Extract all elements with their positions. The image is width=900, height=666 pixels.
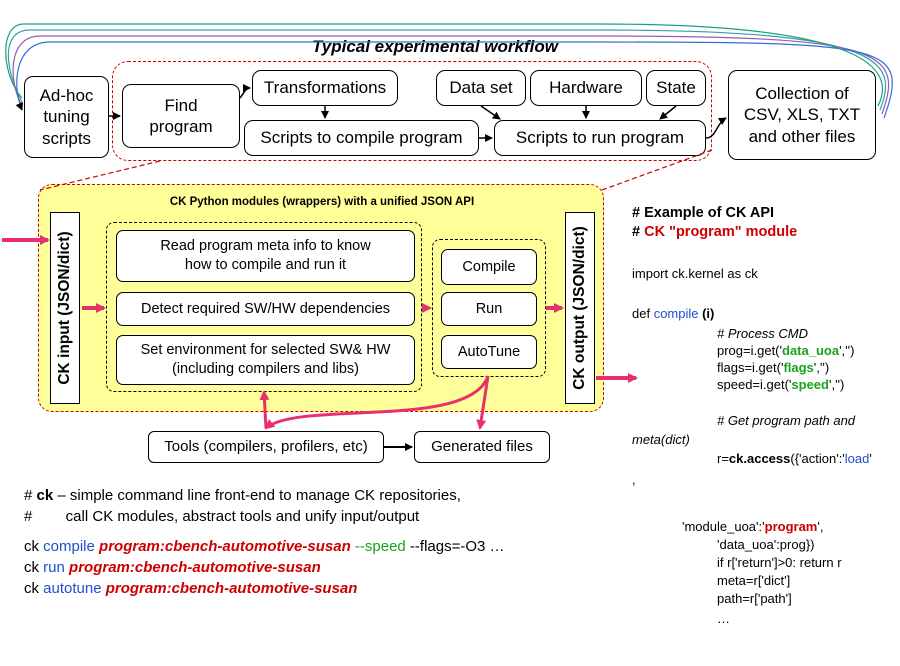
zoom-line-left bbox=[39, 160, 161, 191]
autotune-action-box: AutoTune bbox=[441, 335, 537, 369]
cli-ck: ck bbox=[24, 538, 44, 555]
loop-line-teal bbox=[5, 23, 884, 107]
api-module-pre: 'module_uoa':' bbox=[682, 519, 765, 534]
api-heading-2: # CK "program" module bbox=[632, 224, 797, 240]
collection-files-box: Collection of CSV, XLS, TXT and other fi… bbox=[728, 70, 876, 160]
loop-line-green bbox=[7, 29, 887, 111]
cli-program: program:cbench-automotive-susan bbox=[95, 538, 351, 555]
read-meta-box: Read program meta info to know how to co… bbox=[116, 230, 415, 282]
api-def-arg: (i) bbox=[698, 306, 715, 321]
api-access-line: r=ck.access({'action':'load' bbox=[717, 451, 872, 466]
api-prog-pre: prog=i.get(' bbox=[717, 343, 782, 358]
api-module-line: 'module_uoa':'program', bbox=[682, 519, 823, 534]
autotune-to-generated-arrow bbox=[476, 375, 490, 430]
cli-ck: ck bbox=[24, 559, 44, 576]
scripts-run-box: Scripts to run program bbox=[494, 120, 706, 156]
api-ellipsis: … bbox=[717, 611, 730, 626]
api-prog-post: ','') bbox=[839, 343, 855, 358]
transformations-box: Transformations bbox=[252, 70, 398, 106]
cli-cmd-autotune: autotune bbox=[43, 580, 102, 597]
cli-comment-1: # ck – simple command line front-end to … bbox=[24, 486, 461, 506]
api-comma: , bbox=[632, 472, 636, 487]
adhoc-tuning-scripts-box: Ad-hoc tuning scripts bbox=[24, 76, 109, 158]
api-path-line: path=r['path'] bbox=[717, 591, 792, 606]
cli-line-run: ck run program:cbench-automotive-susan bbox=[24, 558, 321, 578]
api-module-val: program bbox=[764, 519, 818, 534]
arrow-find-transform bbox=[239, 84, 251, 99]
api-flags-pre: flags=i.get(' bbox=[717, 360, 784, 375]
cli-program-text: program:cbench-automotive-susan bbox=[94, 538, 351, 555]
loop-line-purple bbox=[12, 35, 890, 115]
find-program-box: Find program bbox=[122, 84, 240, 148]
tools-box: Tools (compilers, profilers, etc) bbox=[148, 431, 384, 463]
cli-cmd-compile: compile bbox=[43, 538, 95, 555]
compile-action-box: Compile bbox=[441, 249, 537, 285]
arrow-state-run bbox=[659, 105, 677, 120]
ck-output-box: CK output (JSON/dict) bbox=[565, 212, 595, 404]
api-flags-post: ','') bbox=[813, 360, 830, 375]
arrow-run-collection bbox=[705, 117, 727, 139]
api-def-kw: def bbox=[632, 306, 654, 321]
scripts-compile-box: Scripts to compile program bbox=[244, 120, 479, 156]
api-access-post: ' bbox=[869, 451, 872, 466]
state-box: State bbox=[646, 70, 706, 106]
cli-program-text: program:cbench-automotive-susan bbox=[64, 559, 321, 576]
api-access-val: load bbox=[844, 451, 870, 466]
cli-speed-flag: --speed bbox=[350, 538, 406, 555]
workflow-group-frame bbox=[112, 61, 712, 161]
api-comment-process: # Process CMD bbox=[717, 326, 809, 341]
zoom-line-right bbox=[601, 149, 713, 191]
api-heading-1: # Example of CK API bbox=[632, 205, 775, 221]
cli-ck: ck bbox=[24, 580, 44, 597]
api-access-pre: r= bbox=[717, 451, 729, 466]
hardware-box: Hardware bbox=[530, 70, 642, 106]
api-flags-line: flags=i.get('flags','') bbox=[717, 360, 829, 375]
api-speed-key: speed bbox=[791, 377, 829, 392]
cli-comment-2: # call CK modules, abstract tools and un… bbox=[24, 508, 420, 525]
arrow-dataset-run bbox=[480, 105, 501, 120]
cli-comment-rest: – simple command line front-end to manag… bbox=[53, 487, 461, 504]
ck-input-box: CK input (JSON/dict) bbox=[50, 212, 80, 404]
dataset-box: Data set bbox=[436, 70, 526, 106]
api-heading-hash: # bbox=[632, 224, 645, 240]
api-heading-module: CK "program" module bbox=[644, 224, 798, 240]
cli-program-text: program:cbench-automotive-susan bbox=[101, 580, 358, 597]
cli-flags: --flags=-O3 … bbox=[405, 538, 505, 555]
api-speed-line: speed=i.get('speed','') bbox=[717, 377, 844, 392]
api-def: def compile (i) bbox=[632, 306, 714, 321]
api-comment-meta: meta(dict) bbox=[632, 432, 690, 447]
api-speed-post: ','') bbox=[828, 377, 845, 392]
cli-comment-hash: # bbox=[24, 487, 37, 504]
tools-up-arrow bbox=[259, 390, 270, 429]
loop-line-blue bbox=[15, 41, 893, 119]
run-action-box: Run bbox=[441, 292, 537, 326]
api-comment-path: # Get program path and bbox=[717, 413, 856, 428]
ck-panel-title: CK Python modules (wrappers) with a unif… bbox=[169, 196, 475, 208]
api-prog-key: data_uoa bbox=[782, 343, 840, 358]
api-speed-pre: speed=i.get(' bbox=[717, 377, 792, 392]
api-import: import ck.kernel as ck bbox=[632, 266, 758, 281]
cli-cmd-run: run bbox=[43, 559, 65, 576]
cli-comment-ck: ck bbox=[36, 487, 54, 504]
api-module-post: ', bbox=[817, 519, 824, 534]
api-flags-key: flags bbox=[783, 360, 814, 375]
api-def-name: compile bbox=[653, 306, 699, 321]
api-data-line: 'data_uoa':prog}) bbox=[717, 537, 815, 552]
set-environment-box: Set environment for selected SW& HW (inc… bbox=[116, 335, 415, 385]
api-access-mid: ({'action':' bbox=[790, 451, 845, 466]
cli-line-compile: ck compile program:cbench-automotive-sus… bbox=[24, 537, 505, 557]
detect-deps-box: Detect required SW/HW dependencies bbox=[116, 292, 415, 326]
autotune-to-tools-arrow bbox=[264, 375, 490, 430]
cli-line-autotune: ck autotune program:cbench-automotive-su… bbox=[24, 579, 357, 599]
generated-files-box: Generated files bbox=[414, 431, 550, 463]
api-prog-line: prog=i.get('data_uoa','') bbox=[717, 343, 854, 358]
api-if-return-line: if r['return']>0: return r bbox=[717, 555, 842, 570]
api-meta-line: meta=r['dict'] bbox=[717, 573, 791, 588]
api-access-fn: ck.access bbox=[728, 451, 791, 466]
